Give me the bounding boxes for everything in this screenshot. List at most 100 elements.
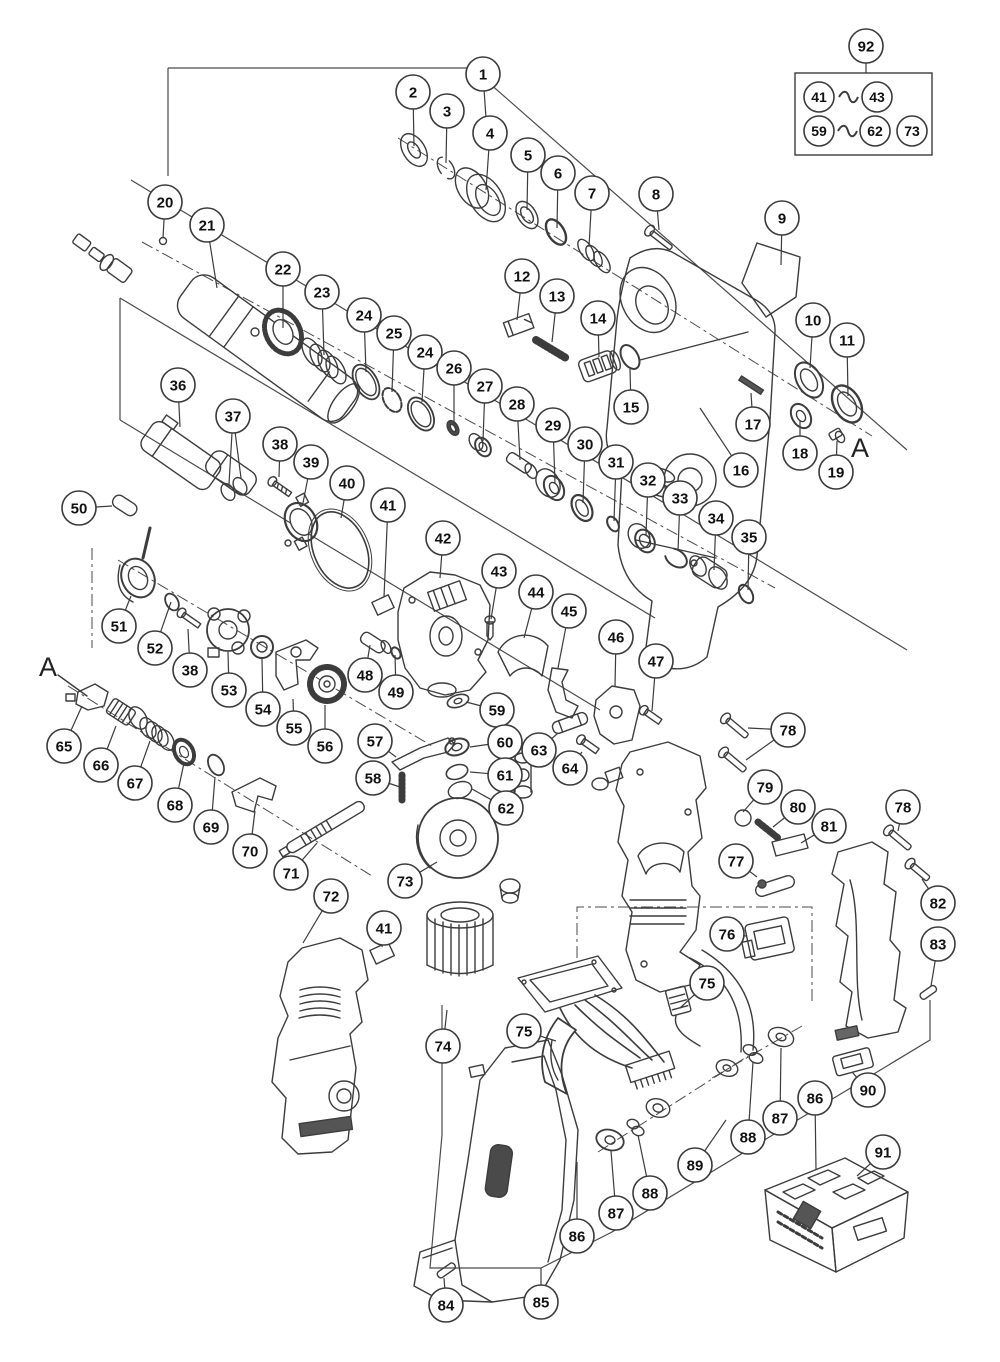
part-number: 14: [590, 310, 607, 327]
part-number: 73: [904, 123, 920, 139]
leader-line: [235, 433, 241, 478]
tilde-range-icon: [839, 92, 858, 103]
part-number: 74: [435, 1038, 452, 1055]
part-number: 26: [446, 360, 463, 377]
rear-cover-sketch: [717, 711, 938, 1076]
leader-line: [611, 1151, 615, 1196]
leader-line: [445, 1010, 447, 1029]
part-number: 64: [562, 760, 579, 777]
part-number: 85: [533, 1294, 550, 1311]
part-number: 78: [780, 722, 797, 739]
part-number: 54: [255, 701, 272, 718]
leader-line: [652, 678, 655, 711]
part-number: 46: [608, 629, 625, 646]
leader-line: [163, 219, 164, 238]
leader-line: [395, 655, 396, 675]
leader-line: [678, 515, 679, 551]
leader-line: [303, 911, 322, 943]
part-number: 92: [858, 38, 875, 55]
gear-housing-sketch: [606, 223, 868, 668]
leader-line: [141, 741, 150, 767]
part-number: 7: [588, 185, 596, 202]
part-number: 38: [272, 436, 289, 453]
part-number: 65: [56, 738, 73, 755]
leader-line: [470, 744, 488, 747]
part-number: 10: [805, 312, 822, 329]
leader-line: [748, 554, 749, 590]
letter-a-leader: [58, 675, 87, 696]
leader-line: [898, 824, 900, 831]
leader-line: [389, 783, 400, 787]
part-number: 81: [821, 818, 838, 835]
part-number: 13: [549, 288, 566, 305]
leader-line: [749, 1062, 753, 1120]
part-number: 67: [127, 775, 144, 792]
section-letter: A: [39, 652, 57, 682]
part-number: 3: [443, 103, 451, 120]
leader-line: [589, 210, 591, 247]
leader-line: [518, 421, 520, 460]
part-number: 73: [397, 873, 414, 890]
leader-line: [847, 357, 848, 396]
leader-line: [557, 190, 558, 228]
part-number: 76: [719, 926, 736, 943]
part-number: 28: [509, 396, 526, 413]
leader-line: [852, 1072, 857, 1077]
leader-line: [229, 433, 232, 484]
leader-line: [446, 128, 447, 163]
piston-rings-sketch: [347, 360, 756, 606]
part-number: 68: [167, 797, 184, 814]
part-number: 6: [554, 165, 562, 182]
leader-line: [422, 369, 424, 402]
leader-line: [472, 789, 491, 800]
leader-line: [657, 211, 659, 230]
part-number: 30: [577, 436, 594, 453]
part-number: 38: [182, 662, 199, 679]
part-number: 29: [545, 417, 562, 434]
leader-line: [444, 1278, 445, 1288]
part-number: 22: [275, 261, 292, 278]
leader-line: [552, 313, 555, 342]
part-number: 47: [648, 653, 665, 670]
part-number: 70: [242, 843, 259, 860]
part-number: 31: [608, 454, 625, 471]
battery-sketch: [765, 1158, 908, 1272]
part-number: 88: [740, 1129, 757, 1146]
leader-line: [486, 150, 489, 190]
cylinder-sketch: [137, 412, 383, 601]
part-number: 24: [417, 344, 434, 361]
part-number: 40: [339, 475, 356, 492]
part-number: 83: [930, 936, 947, 953]
part-number: 4: [486, 125, 495, 142]
leader-line: [392, 350, 393, 392]
tilde-range-icon: [838, 126, 857, 137]
part-number: 12: [514, 268, 531, 285]
part-number: 87: [772, 1110, 789, 1127]
part-number: 58: [365, 770, 382, 787]
part-number: 52: [147, 640, 164, 657]
part-number: 88: [642, 1185, 659, 1202]
part-number: 36: [170, 377, 187, 394]
part-number: 69: [203, 819, 220, 836]
part-number: 91: [875, 1144, 892, 1161]
part-number: 78: [895, 799, 912, 816]
leader-line: [228, 652, 229, 673]
leader-line: [389, 751, 396, 757]
leader-line: [598, 335, 599, 357]
leader-line: [262, 659, 263, 692]
leader-line: [700, 408, 732, 456]
part-number: 62: [498, 800, 515, 817]
part-number: 2: [409, 84, 417, 101]
leader-line: [466, 702, 481, 706]
part-number: 41: [380, 497, 397, 514]
part-number: 25: [386, 325, 403, 342]
leader-line: [179, 763, 184, 788]
rear-housing-half-sketch: [592, 742, 706, 992]
part-number: 48: [357, 667, 374, 684]
leader-line: [773, 818, 785, 827]
part-number: 35: [741, 529, 758, 546]
part-number: 66: [93, 757, 110, 774]
